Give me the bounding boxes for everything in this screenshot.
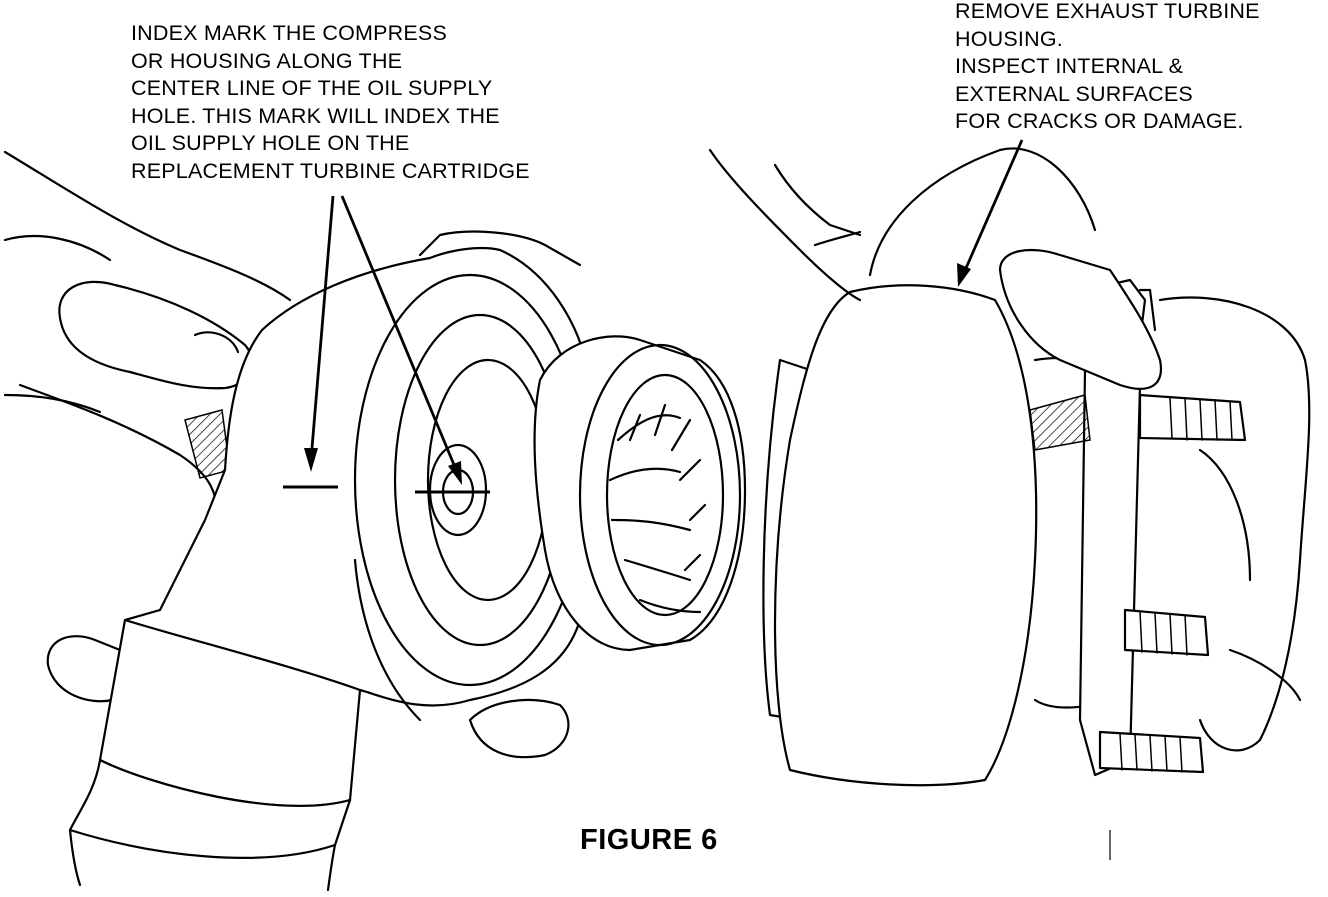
remove-housing-instruction: REMOVE EXHAUST TURBINE HOUSING. INSPECT … xyxy=(955,0,1260,136)
callout-line: FOR CRACKS OR DAMAGE. xyxy=(955,109,1244,133)
callout-line: HOLE. THIS MARK WILL INDEX THE xyxy=(131,103,500,128)
callout-line: REPLACEMENT TURBINE CARTRIDGE xyxy=(131,158,530,183)
right-hand xyxy=(708,147,1311,752)
callout-line: CENTER LINE OF THE OIL SUPPLY xyxy=(131,76,493,100)
callout-line: OIL SUPPLY HOLE ON THE xyxy=(131,131,410,155)
index-mark-instruction: INDEX MARK THE COMPRESS OR HOUSING ALONG… xyxy=(131,20,530,185)
figure-caption: FIGURE 6 xyxy=(580,824,718,856)
turbine-cartridge xyxy=(533,335,747,652)
callout-line: EXTERNAL SURFACES xyxy=(955,81,1193,106)
bottom-thumb xyxy=(468,698,570,759)
exhaust-turbine-housing xyxy=(762,278,1247,787)
callout-line: HOUSING. xyxy=(955,26,1063,51)
callout-line: INDEX MARK THE COMPRESS xyxy=(131,21,448,45)
leader-arrows xyxy=(304,139,1024,485)
index-marks xyxy=(283,485,490,494)
callout-line: INSPECT INTERNAL & xyxy=(955,54,1184,78)
callout-line: OR HOUSING ALONG THE xyxy=(131,48,403,73)
left-hand xyxy=(3,150,292,703)
compressor-housing xyxy=(68,230,598,892)
callout-line: REMOVE EXHAUST TURBINE xyxy=(955,0,1260,23)
